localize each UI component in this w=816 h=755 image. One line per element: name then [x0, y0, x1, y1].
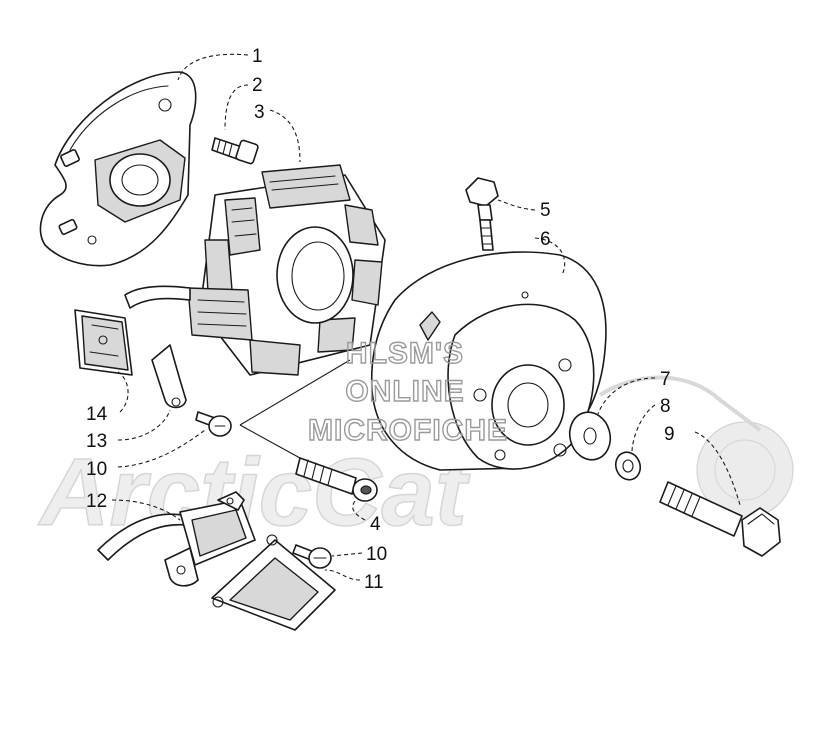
callout-2: 2: [252, 75, 263, 96]
bolt-part-5: [465, 177, 499, 251]
stator-wire: [124, 285, 191, 309]
stator-plate: [39, 71, 197, 267]
callout-12: 12: [86, 491, 107, 512]
watermark-logo-text: ArcticCat: [38, 439, 471, 546]
callout-4: 4: [370, 514, 381, 535]
callout-3: 3: [254, 102, 265, 123]
bolt-part-9: [659, 481, 781, 557]
callout-5: 5: [540, 200, 551, 221]
callout-6: 6: [540, 229, 551, 250]
bolt-part-4: [295, 457, 378, 502]
screw-part-2: [211, 137, 259, 165]
callout-7: 7: [660, 369, 671, 390]
screw-part-10-lower: [292, 544, 332, 569]
stator-coil: [187, 164, 386, 376]
callout-1: 1: [252, 46, 263, 67]
assembly-guide-lines: [239, 359, 351, 459]
flywheel: [370, 251, 607, 471]
screw-part-10-upper: [195, 411, 232, 437]
watermark-logo: ArcticCat: [37, 375, 794, 547]
lock-washer-part-8: [614, 451, 642, 481]
callout-10-left: 10: [86, 459, 107, 480]
watermark-line-3: MICROFICHE: [308, 414, 508, 447]
washer-part-7: [568, 411, 612, 461]
pickup-plate: [74, 309, 133, 376]
callout-8: 8: [660, 396, 671, 417]
callout-10-right: 10: [366, 544, 387, 565]
watermark-text: HLSM'S ONLINE MICROFICHE: [307, 336, 508, 447]
callout-13: 13: [86, 431, 107, 452]
callout-labels: 1 2 3 4 5 6 7 8 9 10 10 11 12 13 14: [86, 46, 675, 593]
watermark-line-2: ONLINE: [345, 375, 464, 408]
callout-9: 9: [664, 424, 675, 445]
watermark-line-1: HLSM'S: [346, 337, 464, 370]
pickup-coil: [97, 491, 256, 587]
callout-14: 14: [86, 404, 108, 425]
bracket-part-13: [151, 344, 187, 409]
leader-lines: [111, 53, 741, 581]
bracket-part-11: [211, 534, 336, 631]
callout-11: 11: [364, 572, 384, 593]
